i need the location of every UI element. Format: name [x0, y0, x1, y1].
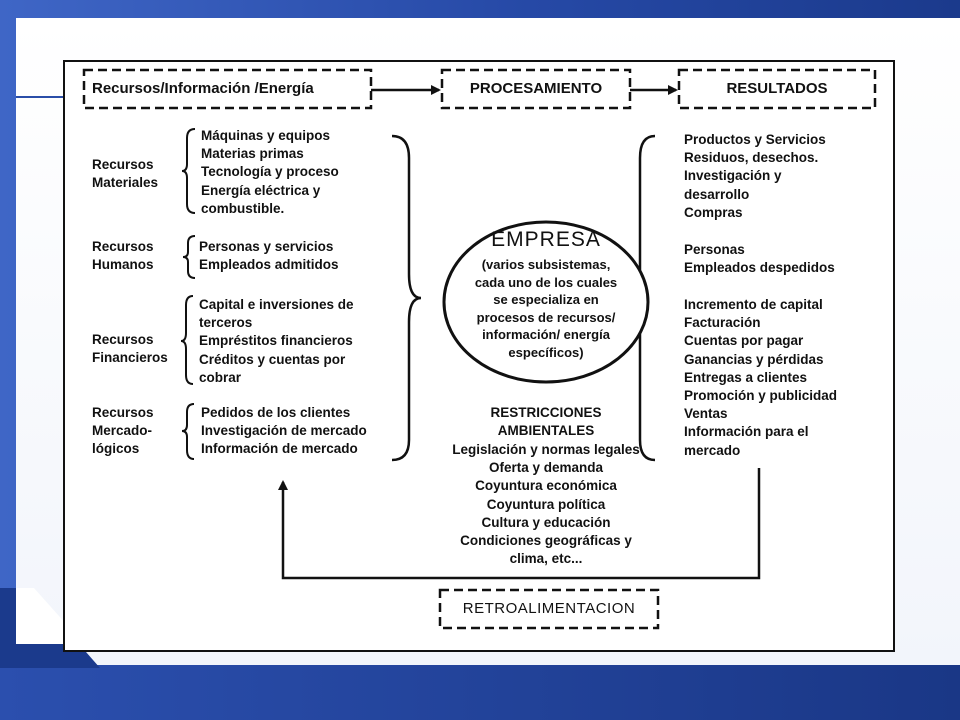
results-group-finance: Incremento de capital Facturación Cuenta…: [684, 296, 837, 460]
result-item: Promoción y publicidad: [684, 388, 838, 404]
restrictions-list: Legislación y normas legales Oferta y de…: [406, 441, 686, 568]
header-box-inputs: [82, 68, 373, 110]
resource-item: Tecnología y proceso: [201, 164, 339, 180]
result-item: Investigación y: [684, 168, 782, 184]
resource-item: Empleados admitidos: [199, 257, 339, 273]
resource-item: Pedidos de los clientes: [201, 405, 351, 420]
resource-item: terceros: [199, 315, 253, 331]
result-item: Residuos, desechos.: [684, 150, 819, 166]
result-item: Facturación: [684, 315, 761, 331]
result-item: Empleados despedidos: [684, 260, 835, 276]
result-item: Ganancias y pérdidas: [684, 351, 824, 367]
resource-item: Créditos y cuentas por: [199, 351, 346, 367]
header-outputs-label: RESULTADOS: [726, 80, 828, 97]
brace-inputs-large: [391, 134, 422, 462]
result-item: Entregas a clientes: [684, 369, 808, 385]
feedback-label: RETROALIMENTACION: [462, 600, 636, 617]
group-label-humanos: Recursos Humanos: [92, 239, 154, 272]
result-item: mercado: [684, 442, 741, 458]
resource-item: combustible.: [201, 200, 285, 216]
restrictions-title: RESTRICCIONES AMBIENTALES: [490, 405, 602, 438]
group-label-mercadologicos: Recursos Mercado- lógicos: [92, 405, 154, 456]
resource-item: Investigación de mercado: [201, 423, 367, 439]
resource-item: cobrar: [199, 369, 242, 385]
result-item: Productos y Servicios: [684, 132, 826, 147]
brace-materiales: [181, 128, 196, 214]
empresa-description: (varios subsistemas, cada uno de los cua…: [474, 257, 618, 360]
restriction-item: Cultura y educación: [481, 514, 611, 530]
header-box-outputs: [677, 68, 877, 110]
resource-items-humanos: Personas y servicios Empleados admitidos: [199, 238, 339, 274]
result-item: Compras: [684, 204, 743, 220]
result-item: desarrollo: [684, 186, 750, 202]
restriction-item: Condiciones geográficas y: [460, 533, 632, 549]
group-label-financieros: Recursos Financieros: [92, 332, 168, 365]
header-inputs-label: Recursos/Información /Energía: [92, 80, 314, 97]
resource-items-financieros: Capital e inversiones de terceros Emprés…: [199, 296, 354, 387]
result-item: Información para el: [684, 424, 809, 440]
resource-item: Energía eléctrica y: [201, 182, 321, 198]
resource-item: Máquinas y equipos: [201, 128, 331, 143]
header-process-label: PROCESAMIENTO: [469, 80, 603, 97]
restriction-item: Legislación y normas legales: [452, 442, 640, 457]
resource-item: Materias primas: [201, 146, 304, 162]
brace-humanos: [182, 235, 196, 279]
resource-item: Personas y servicios: [199, 239, 334, 254]
feedback-box: [438, 588, 660, 630]
resource-item: Información de mercado: [201, 441, 358, 457]
result-item: Personas: [684, 242, 745, 257]
restriction-item: clima, etc...: [509, 551, 583, 567]
resource-item: Capital e inversiones de: [199, 297, 354, 312]
brace-mercadologicos: [181, 403, 195, 460]
empresa-circle: [442, 220, 650, 384]
restriction-item: Oferta y demanda: [488, 460, 604, 476]
results-group-products: Productos y Servicios Residuos, desechos…: [684, 131, 826, 222]
slide-accent-line: [16, 96, 66, 98]
result-item: Incremento de capital: [684, 297, 823, 312]
slide-bottom-band: [0, 665, 960, 720]
results-group-people: Personas Empleados despedidos: [684, 241, 835, 277]
resource-items-mercadologicos: Pedidos de los clientes Investigación de…: [201, 404, 367, 459]
resource-item: Empréstitos financieros: [199, 333, 353, 349]
resource-items-materiales: Máquinas y equipos Materias primas Tecno…: [201, 127, 339, 218]
result-item: Cuentas por pagar: [684, 333, 804, 349]
result-item: Ventas: [684, 406, 728, 422]
feedback-loop-arrow: [278, 468, 761, 580]
brace-financieros: [180, 295, 194, 385]
restriction-item: Coyuntura económica: [475, 478, 617, 494]
group-label-materiales: Recursos Materiales: [92, 157, 159, 190]
restriction-item: Coyuntura política: [486, 496, 606, 512]
empresa-title: EMPRESA: [491, 228, 601, 251]
